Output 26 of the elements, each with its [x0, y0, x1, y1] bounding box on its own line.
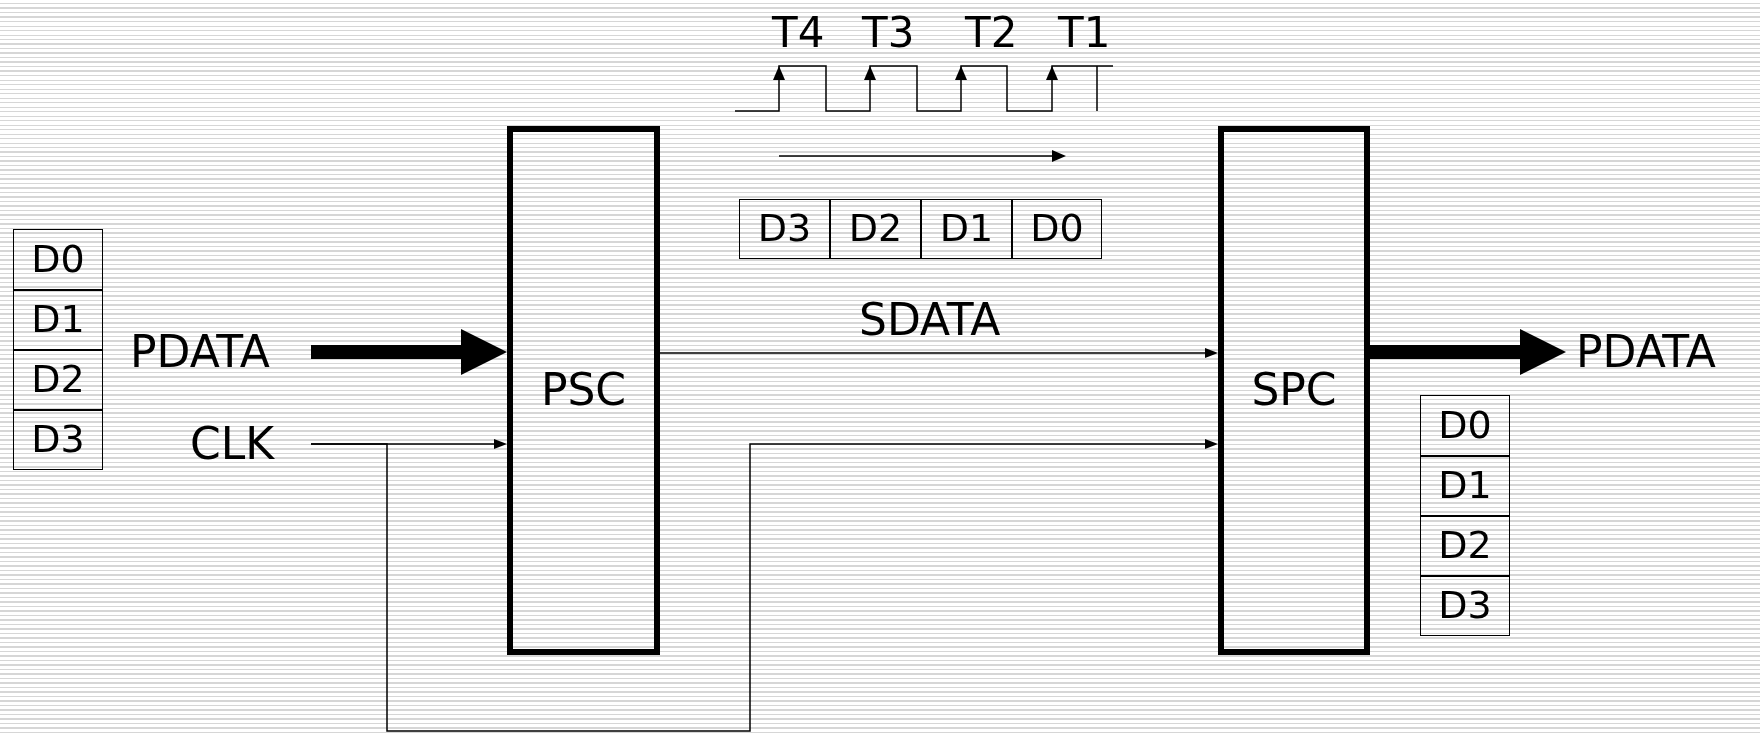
clock-edge-label: T1	[1058, 12, 1111, 54]
data-bit-cell: D1	[1420, 456, 1510, 516]
data-bit-cell: D3	[1420, 576, 1510, 636]
data-bit-cell: D1	[13, 290, 103, 350]
signal-name: CLK	[190, 419, 275, 469]
data-bit-cell: D3	[13, 410, 103, 470]
data-bit-cell: D2	[1420, 516, 1510, 576]
arrow	[659, 348, 1218, 358]
thick-arrow	[1370, 329, 1566, 375]
arrow	[310, 439, 1218, 732]
converter-block: PSC	[507, 126, 660, 655]
data-bit-cell: D0	[1420, 395, 1510, 456]
signal-name: PDATA	[130, 327, 270, 377]
data-bit-cell: D2	[830, 199, 921, 259]
data-bit-cell: D2	[13, 350, 103, 410]
data-bit-cell: D3	[739, 199, 830, 259]
edge-label: SDATA	[859, 298, 1001, 342]
signal-name: PDATA	[1576, 327, 1716, 377]
converter-block: SPC	[1218, 126, 1370, 655]
data-bit-cell: D0	[13, 229, 103, 290]
clock-edge-label: T3	[862, 12, 915, 54]
data-bit-cell: D1	[921, 199, 1012, 259]
clock-edge-label: T4	[772, 12, 825, 54]
clock-edge-label: T2	[965, 12, 1018, 54]
data-bit-cell: D0	[1012, 199, 1102, 259]
thick-arrow	[311, 329, 507, 375]
